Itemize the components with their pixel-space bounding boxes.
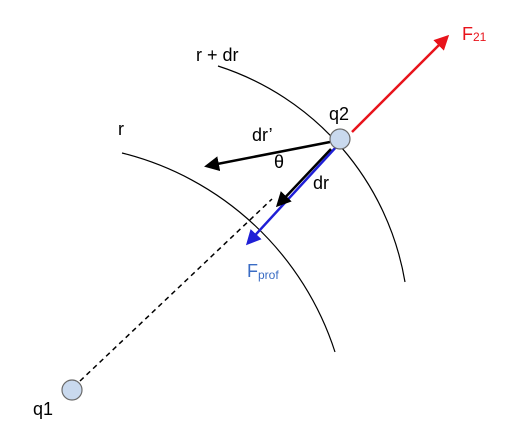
dr-arrow	[275, 148, 332, 208]
dr-prime-arrow	[204, 140, 331, 172]
radial-dashed-line	[79, 198, 273, 382]
label-r-plus-dr: r + dr	[196, 45, 239, 65]
charge-q1	[61, 379, 83, 401]
arc-r	[121, 152, 336, 353]
label-f21-main: F	[462, 24, 473, 44]
label-dr: dr	[313, 173, 329, 193]
label-f21-sub: 21	[473, 30, 487, 44]
label-fprof: Fprof	[247, 261, 279, 282]
f21-arrow	[351, 34, 450, 133]
fprof-arrow	[245, 145, 338, 246]
label-fprof-sub: prof	[258, 268, 279, 282]
label-r: r	[118, 119, 124, 139]
label-f21: F21	[462, 24, 487, 44]
label-q1: q1	[33, 399, 53, 419]
label-theta: θ	[274, 152, 284, 172]
label-dr-prime: dr’	[252, 125, 273, 145]
label-q2: q2	[329, 104, 349, 124]
label-fprof-main: F	[247, 261, 258, 281]
charge-q2	[329, 128, 351, 150]
